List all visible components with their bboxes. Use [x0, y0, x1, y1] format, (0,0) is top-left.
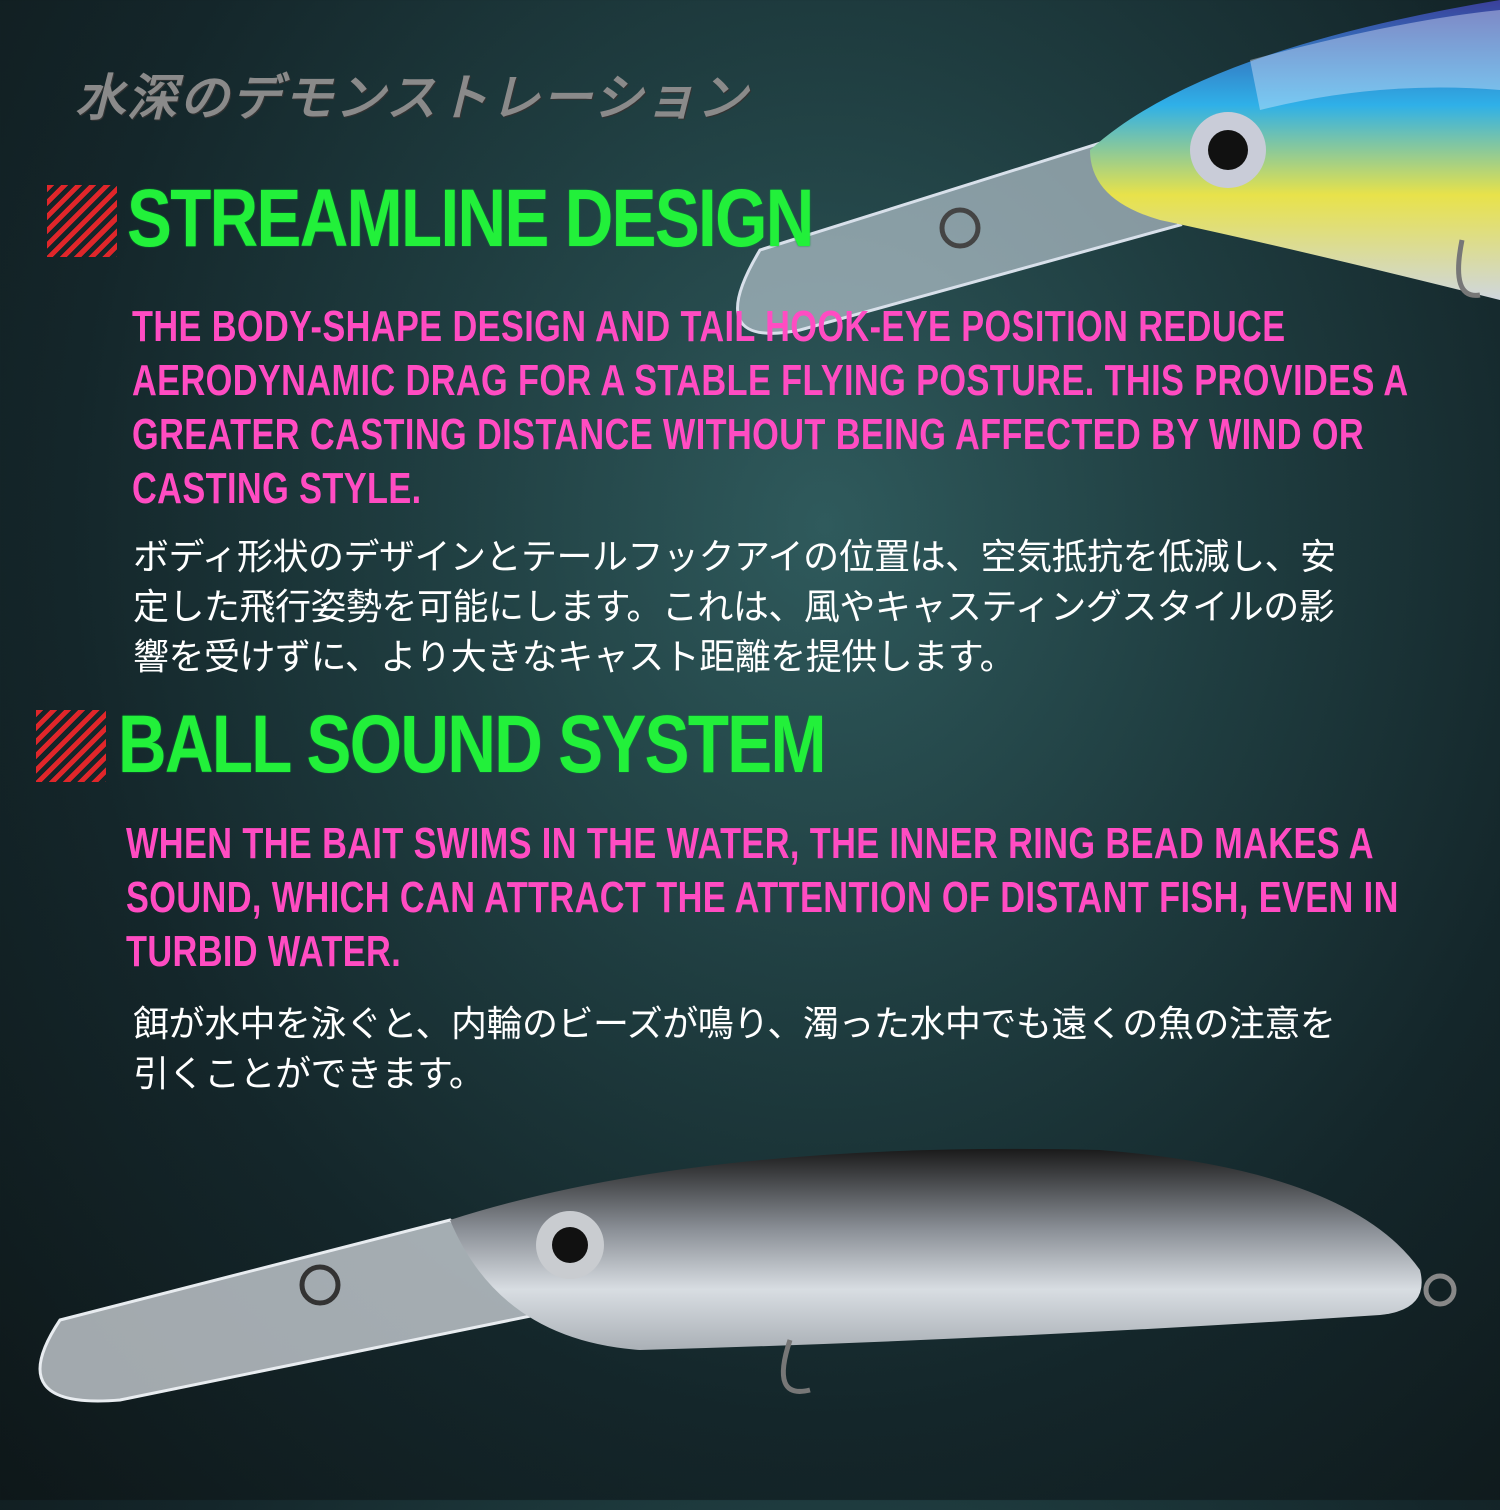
- page-title-japanese: 水深のデモンストレーション: [75, 68, 749, 127]
- section-japanese-text: 餌が水中を泳ぐと、内輪のビーズが鳴り、濁った水中でも遠くの魚の注意を 引くことが…: [133, 1000, 1336, 1100]
- heading-hatch-icon: [47, 185, 117, 257]
- text-line: THE BODY-SHAPE DESIGN AND TAIL HOOK-EYE …: [132, 302, 1286, 351]
- text-line: 定した飛行姿勢を可能にします。これは、風やキャスティングスタイルの影: [133, 587, 1335, 628]
- text-line: CASTING STYLE.: [132, 464, 422, 513]
- lure-image-bottom: [38, 1148, 1457, 1403]
- section-english-text: WHEN THE BAIT SWIMS IN THE WATER, THE IN…: [126, 817, 1399, 979]
- lure-image-top: [736, 0, 1500, 335]
- section-japanese-text: ボディ形状のデザインとテールフックアイの位置は、空気抵抗を低減し、安 定した飛行…: [133, 533, 1336, 683]
- text-line: GREATER CASTING DISTANCE WITHOUT BEING A…: [132, 410, 1365, 459]
- text-line: TURBID WATER.: [126, 927, 402, 976]
- text-line: ボディ形状のデザインとテールフックアイの位置は、空気抵抗を低減し、安: [133, 537, 1336, 578]
- section-english-text: THE BODY-SHAPE DESIGN AND TAIL HOOK-EYE …: [132, 300, 1409, 516]
- text-line: AERODYNAMIC DRAG FOR A STABLE FLYING POS…: [132, 356, 1409, 405]
- text-line: 餌が水中を泳ぐと、内輪のビーズが鳴り、濁った水中でも遠くの魚の注意を: [133, 1004, 1336, 1045]
- text-line: WHEN THE BAIT SWIMS IN THE WATER, THE IN…: [126, 819, 1374, 868]
- text-line: 引くことができます。: [133, 1054, 485, 1095]
- text-line: SOUND, WHICH CAN ATTRACT THE ATTENTION O…: [126, 873, 1399, 922]
- text-line: 響を受けずに、より大きなキャスト距離を提供します。: [133, 637, 1016, 678]
- section-heading: STREAMLINE DESIGN: [127, 173, 814, 264]
- section-heading: BALL SOUND SYSTEM: [118, 699, 826, 790]
- heading-hatch-icon: [36, 710, 106, 782]
